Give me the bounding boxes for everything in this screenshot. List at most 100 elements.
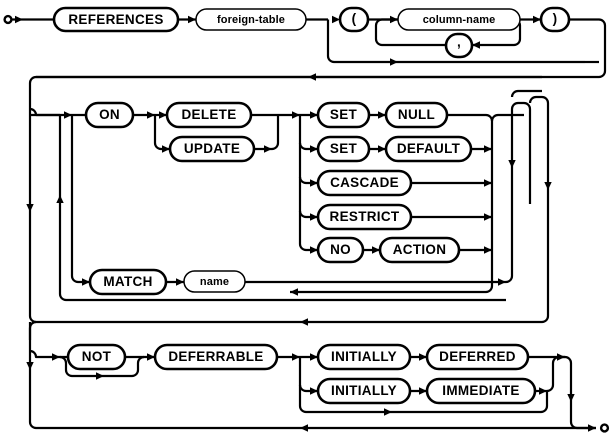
node-not[interactable]: NOT [66,343,127,371]
node-label-set-null-set: SET [330,107,358,122]
node-label-rparen: ) [553,11,558,26]
arrow-row2-exit [544,182,552,190]
arrow-initially1-in [310,353,318,361]
node-label-restrict: RESTRICT [330,209,400,224]
arrow-r1a [188,15,196,24]
node-label-deferred: DEFERRED [439,349,516,364]
node-comma[interactable]: , [444,32,474,59]
node-column-name[interactable]: column-name [397,8,521,31]
row3-rails [26,320,610,433]
node-immediate[interactable]: IMMEDIATE [425,377,537,405]
arrow-default-out [484,145,492,153]
arrow-into-row3 [300,318,308,326]
arrow-set-null [378,111,386,119]
node-rparen[interactable]: ) [539,6,571,33]
arrow-delete-in [159,111,167,119]
node-restrict[interactable]: RESTRICT [316,203,413,231]
arrow-setnull-in [310,111,318,119]
arrow-restrict-out [484,213,492,221]
arrow-row3-trunk [26,362,34,370]
node-label-deferrable: DEFERRABLE [168,349,263,364]
node-label-delete: DELETE [181,107,236,122]
start-marker [3,14,13,25]
node-initially-2[interactable]: INITIALLY [316,377,412,405]
node-no[interactable]: NO [316,236,365,264]
arrow-no-action [372,246,380,254]
arrow-action-split [292,111,300,119]
arrow-no-in [310,246,318,254]
arrow-restrict-in [310,213,318,221]
node-label-immediate: IMMEDIATE [442,383,519,398]
arrow-initially-deferred [419,353,427,361]
node-match[interactable]: MATCH [88,268,168,296]
arrow-on-out [147,111,155,119]
node-deferred[interactable]: DEFERRED [425,343,530,371]
arrow-row3-entry [52,353,60,361]
node-label-comma: , [457,35,461,50]
node-label-column-name: column-name [423,14,496,26]
node-label-foreign-table: foreign-table [217,14,285,26]
arrow-initially-immediate [419,387,427,395]
arrow-cascade-out [484,179,492,187]
node-deferrable[interactable]: DEFERRABLE [153,343,279,371]
node-label-action: ACTION [393,242,447,257]
node-label-lparen: ( [352,11,357,26]
arrow-action-out [484,246,492,254]
row1-rails [3,14,607,81]
arrow-final-down [567,394,575,402]
arrow-cascade-in [310,179,318,187]
node-delete[interactable]: DELETE [165,101,253,129]
arrow-setdefault-in [310,145,318,153]
arrow-row2-repeat [56,195,64,203]
arrow-merge-up [508,160,516,168]
node-cascade[interactable]: CASCADE [316,169,413,197]
node-action[interactable]: ACTION [378,236,461,264]
arrow-not-bypass [96,372,104,380]
node-label-on: ON [99,107,120,122]
node-label-cascade: CASCADE [330,175,399,190]
node-label-not: NOT [82,349,112,364]
arrow-r1d [533,15,541,24]
arrow-update-out [264,145,272,153]
node-label-no: NO [330,242,351,257]
node-label-match: MATCH [103,274,152,289]
node-label-initially-1: INITIALLY [331,349,397,364]
node-label-update: UPDATE [184,141,240,156]
end-marker [599,423,610,433]
node-name[interactable]: name [183,270,246,293]
node-label-set-default-set: SET [330,141,358,156]
arrow-bypass-paren [390,58,398,66]
node-default[interactable]: DEFAULT [384,135,473,163]
arrow-comma-loop [472,41,480,49]
arrow-left-trunk [26,204,34,212]
node-set-default[interactable]: SET [316,135,371,163]
node-label-initially-2: INITIALLY [331,383,397,398]
arrow-name-out [498,278,506,286]
arrow-immediate-out [539,387,547,395]
node-initially-1[interactable]: INITIALLY [316,343,412,371]
node-references[interactable]: REFERENCES [52,6,180,33]
arrow-deferrable-out [292,353,300,361]
arrow-update-in [162,145,170,153]
node-on[interactable]: ON [84,101,135,129]
node-lparen[interactable]: ( [338,6,370,33]
node-update[interactable]: UPDATE [168,135,256,163]
node-label-null: NULL [398,107,435,122]
node-foreign-table[interactable]: foreign-table [195,8,307,31]
node-null[interactable]: NULL [384,101,449,129]
arrow-r1b [332,15,340,24]
arrow-set-default [378,145,386,153]
arrow-row3-bypass [300,424,308,432]
node-label-default: DEFAULT [397,141,461,156]
arrow-not-deferrable [147,353,155,361]
nodes: REFERENCES foreign-table ( column-name ,… [52,6,571,405]
arrow-initially-bypass [384,408,392,416]
arrow-match-name [176,278,184,286]
arrow-end [588,424,596,432]
node-set-null[interactable]: SET [316,101,371,129]
node-label-name: name [200,276,229,288]
node-label-references: REFERENCES [68,12,163,27]
arrow-start [15,15,23,24]
arrow-initially2-in [310,387,318,395]
